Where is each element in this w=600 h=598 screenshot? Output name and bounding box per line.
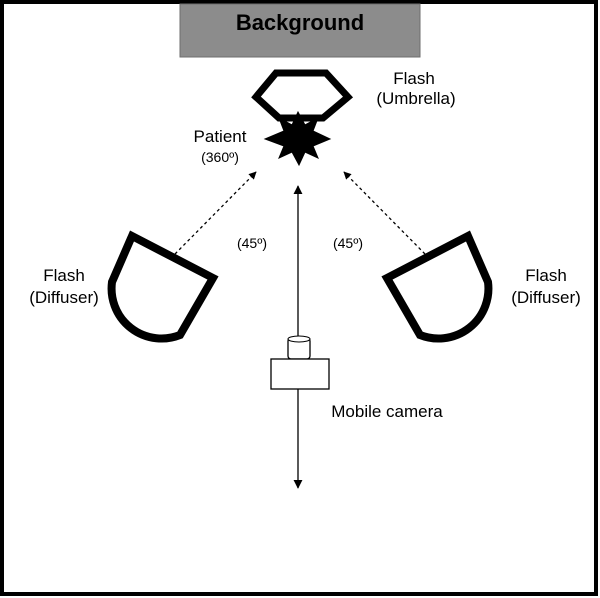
mobile-camera-icon (270, 358, 330, 390)
left-diffuser-flash-icon (107, 230, 219, 343)
right-light-arrow (343, 171, 426, 255)
patient-core (288, 129, 308, 149)
background-bar (179, 3, 421, 58)
right-diffuser-flash-icon (381, 230, 493, 343)
mobile-camera-label: Mobile camera (331, 402, 443, 421)
patient-label-line1: Patient (194, 127, 247, 146)
flash-right-label-line1: Flash (525, 266, 567, 285)
background-label: Background (236, 10, 364, 35)
patient-label-line2: (360º) (201, 149, 239, 165)
flash-left-label-line1: Flash (43, 266, 85, 285)
left-light-arrow (174, 171, 257, 255)
angle-left-label: (45º) (237, 235, 267, 251)
flash-umbrella-label-line1: Flash (393, 69, 435, 88)
umbrella-flash-icon (251, 69, 354, 122)
flash-right-label-line2: (Diffuser) (511, 288, 581, 307)
flash-left-label-line2: (Diffuser) (29, 288, 99, 307)
angle-right-label: (45º) (333, 235, 363, 251)
camera-lens-top (287, 335, 311, 343)
flash-umbrella-label-line2: (Umbrella) (376, 89, 455, 108)
